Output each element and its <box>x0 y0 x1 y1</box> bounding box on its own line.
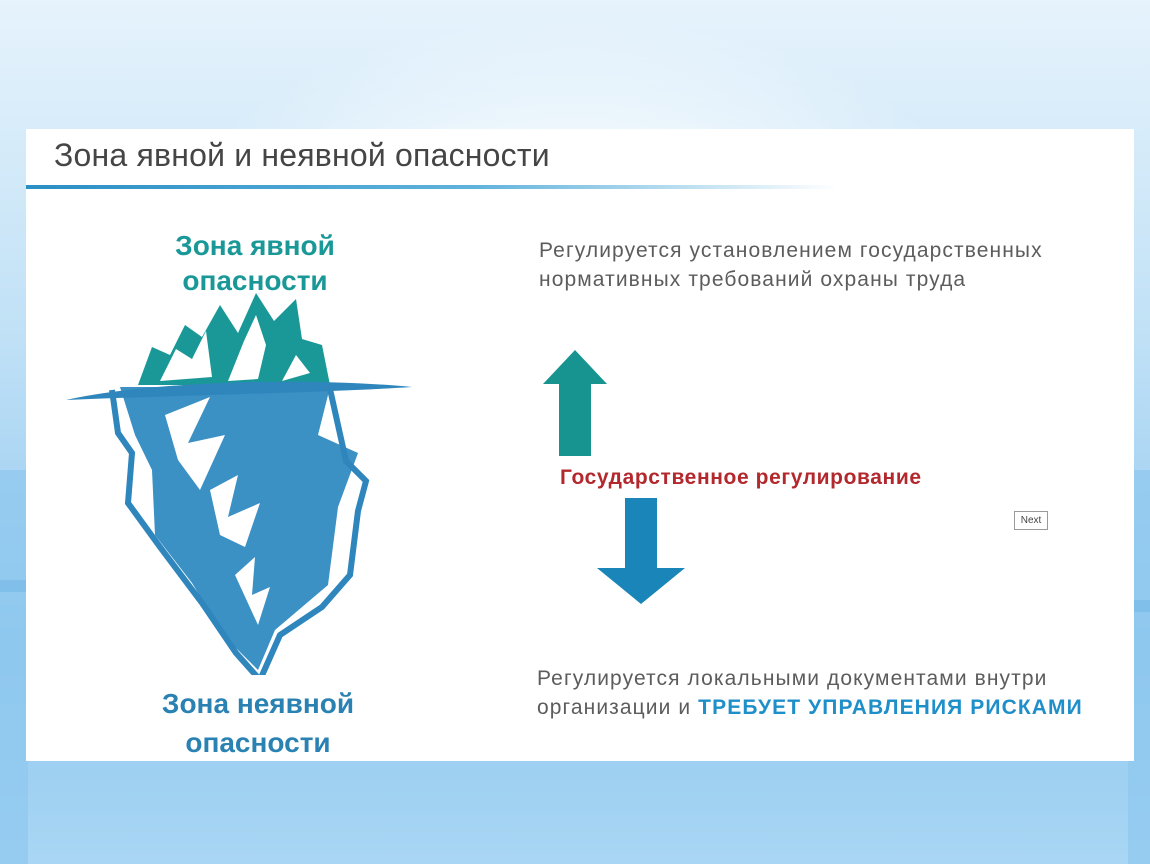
next-button[interactable]: Next <box>1014 511 1048 530</box>
iceberg-submerged-outline <box>109 388 370 675</box>
title-underline <box>26 185 838 189</box>
implicit-zone-text: Регулируется локальными документами внут… <box>537 667 1048 720</box>
explicit-zone-description: Регулируется установлением государственн… <box>539 239 1043 292</box>
iceberg-tip-highlight-3 <box>282 355 310 381</box>
implicit-zone-description: Регулируется локальными документами внут… <box>537 664 1137 723</box>
regulation-arrows <box>543 350 685 604</box>
zone-implicit-label: Зона неявной опасности <box>161 688 355 759</box>
iceberg-tip-highlight-1 <box>160 331 212 381</box>
iceberg-illustration <box>66 293 412 675</box>
iceberg-inner-shard-1 <box>165 397 225 490</box>
arrow-down-icon <box>597 498 685 604</box>
zone-explicit-label: Зона явной опасности <box>175 230 335 296</box>
iceberg-inner-shard-3 <box>235 557 270 625</box>
iceberg-tip-highlight-2 <box>228 315 266 381</box>
risk-management-emphasis: ТРЕБУЕТ УПРАВЛЕНИЯ РИСКАМИ <box>698 696 1083 720</box>
iceberg-inner-shard-2 <box>210 475 260 547</box>
waterline <box>66 381 412 400</box>
state-regulation-label: Государственное регулирование <box>560 466 922 489</box>
slide-title: Зона явной и неявной опасности <box>54 137 550 173</box>
arrow-up-icon <box>543 350 607 456</box>
